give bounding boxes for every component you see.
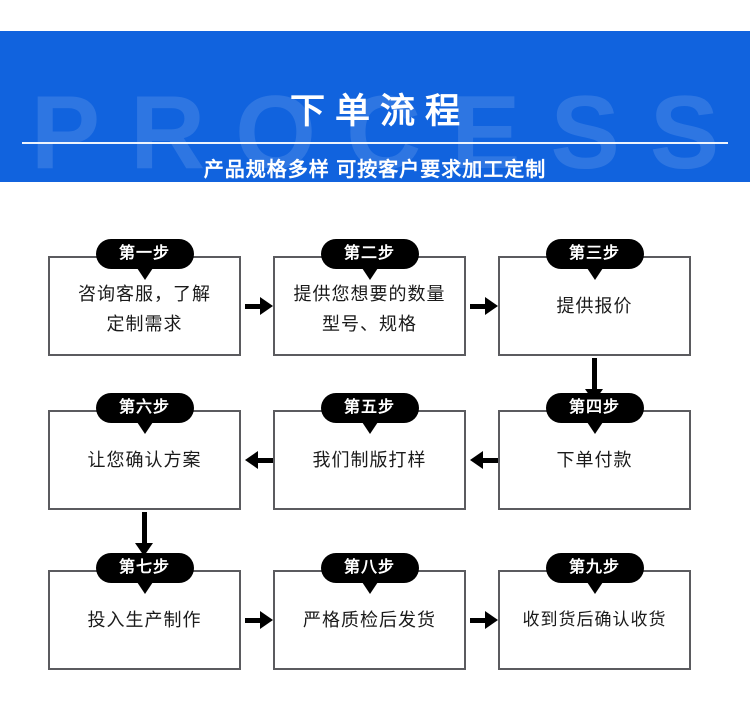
arrow-shaft [470, 303, 485, 309]
step-text-2: 提供您想要的数量 型号、规格 [293, 284, 446, 334]
arrow-head [260, 611, 273, 629]
step-text-8: 严格质检后发货 [303, 610, 436, 630]
step-badge-1: 第一步 [95, 239, 194, 269]
step-badge-2: 第二步 [320, 239, 419, 269]
arrow-shaft [483, 457, 498, 463]
flow-step-7[interactable]: 第七步 投入生产制作 [48, 553, 241, 670]
arrow-head [485, 297, 498, 315]
step-text-6: 让您确认方案 [87, 450, 202, 470]
step-text-1: 咨询客服，了解 定制需求 [78, 284, 211, 334]
flow-step-8[interactable]: 第八步 严格质检后发货 [273, 553, 466, 670]
arrow-shaft [258, 457, 273, 463]
flow-step-9[interactable]: 第九步 收到货后确认收货 [498, 553, 691, 670]
arrow-step5-to-step6 [245, 450, 273, 470]
page-header-banner: PROCESS 下单流程 产品规格多样 可按客户要求加工定制 [0, 31, 750, 182]
arrow-head [245, 451, 258, 469]
arrow-shaft [470, 617, 485, 623]
step-badge-7: 第七步 [95, 553, 194, 583]
flow-step-5[interactable]: 第五步 我们制版打样 [273, 393, 466, 510]
arrow-step7-to-step8 [245, 610, 273, 630]
arrow-step6-to-step7 [134, 512, 154, 556]
step-text-9: 收到货后确认收货 [522, 610, 667, 629]
flow-step-2[interactable]: 第二步 提供您想要的数量 型号、规格 [273, 239, 466, 356]
flow-step-4[interactable]: 第四步 下单付款 [498, 393, 691, 510]
process-flow-diagram: 第一步 咨询客服，了解 定制需求 第二步 提供您想要的数量 型号、规格 第三步 … [0, 182, 750, 724]
flow-step-3[interactable]: 第三步 提供报价 [498, 239, 691, 356]
step-badge-9: 第九步 [545, 553, 644, 583]
page-title: 下单流程 [289, 92, 470, 131]
flow-step-6[interactable]: 第六步 让您确认方案 [48, 393, 241, 510]
flow-step-1[interactable]: 第一步 咨询客服，了解 定制需求 [48, 239, 241, 356]
arrow-step4-to-step5 [470, 450, 498, 470]
arrow-head [260, 297, 273, 315]
step-text-4: 下单付款 [556, 450, 633, 470]
arrow-step8-to-step9 [470, 610, 498, 630]
arrow-shaft [245, 303, 260, 309]
arrow-shaft [245, 617, 260, 623]
step-badge-3: 第三步 [545, 239, 644, 269]
step-badge-8: 第八步 [320, 553, 419, 583]
step-badge-5: 第五步 [320, 393, 419, 423]
watermark-text: PROCESS [30, 75, 750, 182]
arrow-shaft [141, 512, 147, 543]
step-badge-6: 第六步 [95, 393, 194, 423]
step-text-3: 提供报价 [556, 296, 633, 316]
step-text-5: 我们制版打样 [312, 450, 427, 470]
page-subtitle: 产品规格多样 可按客户要求加工定制 [203, 159, 547, 181]
arrow-head [470, 451, 483, 469]
header-divider [22, 142, 728, 144]
arrow-step1-to-step2 [245, 296, 273, 316]
arrow-head [485, 611, 498, 629]
step-text-7: 投入生产制作 [87, 610, 202, 630]
step-badge-4: 第四步 [545, 393, 644, 423]
arrow-step2-to-step3 [470, 296, 498, 316]
arrow-shaft [591, 358, 597, 389]
